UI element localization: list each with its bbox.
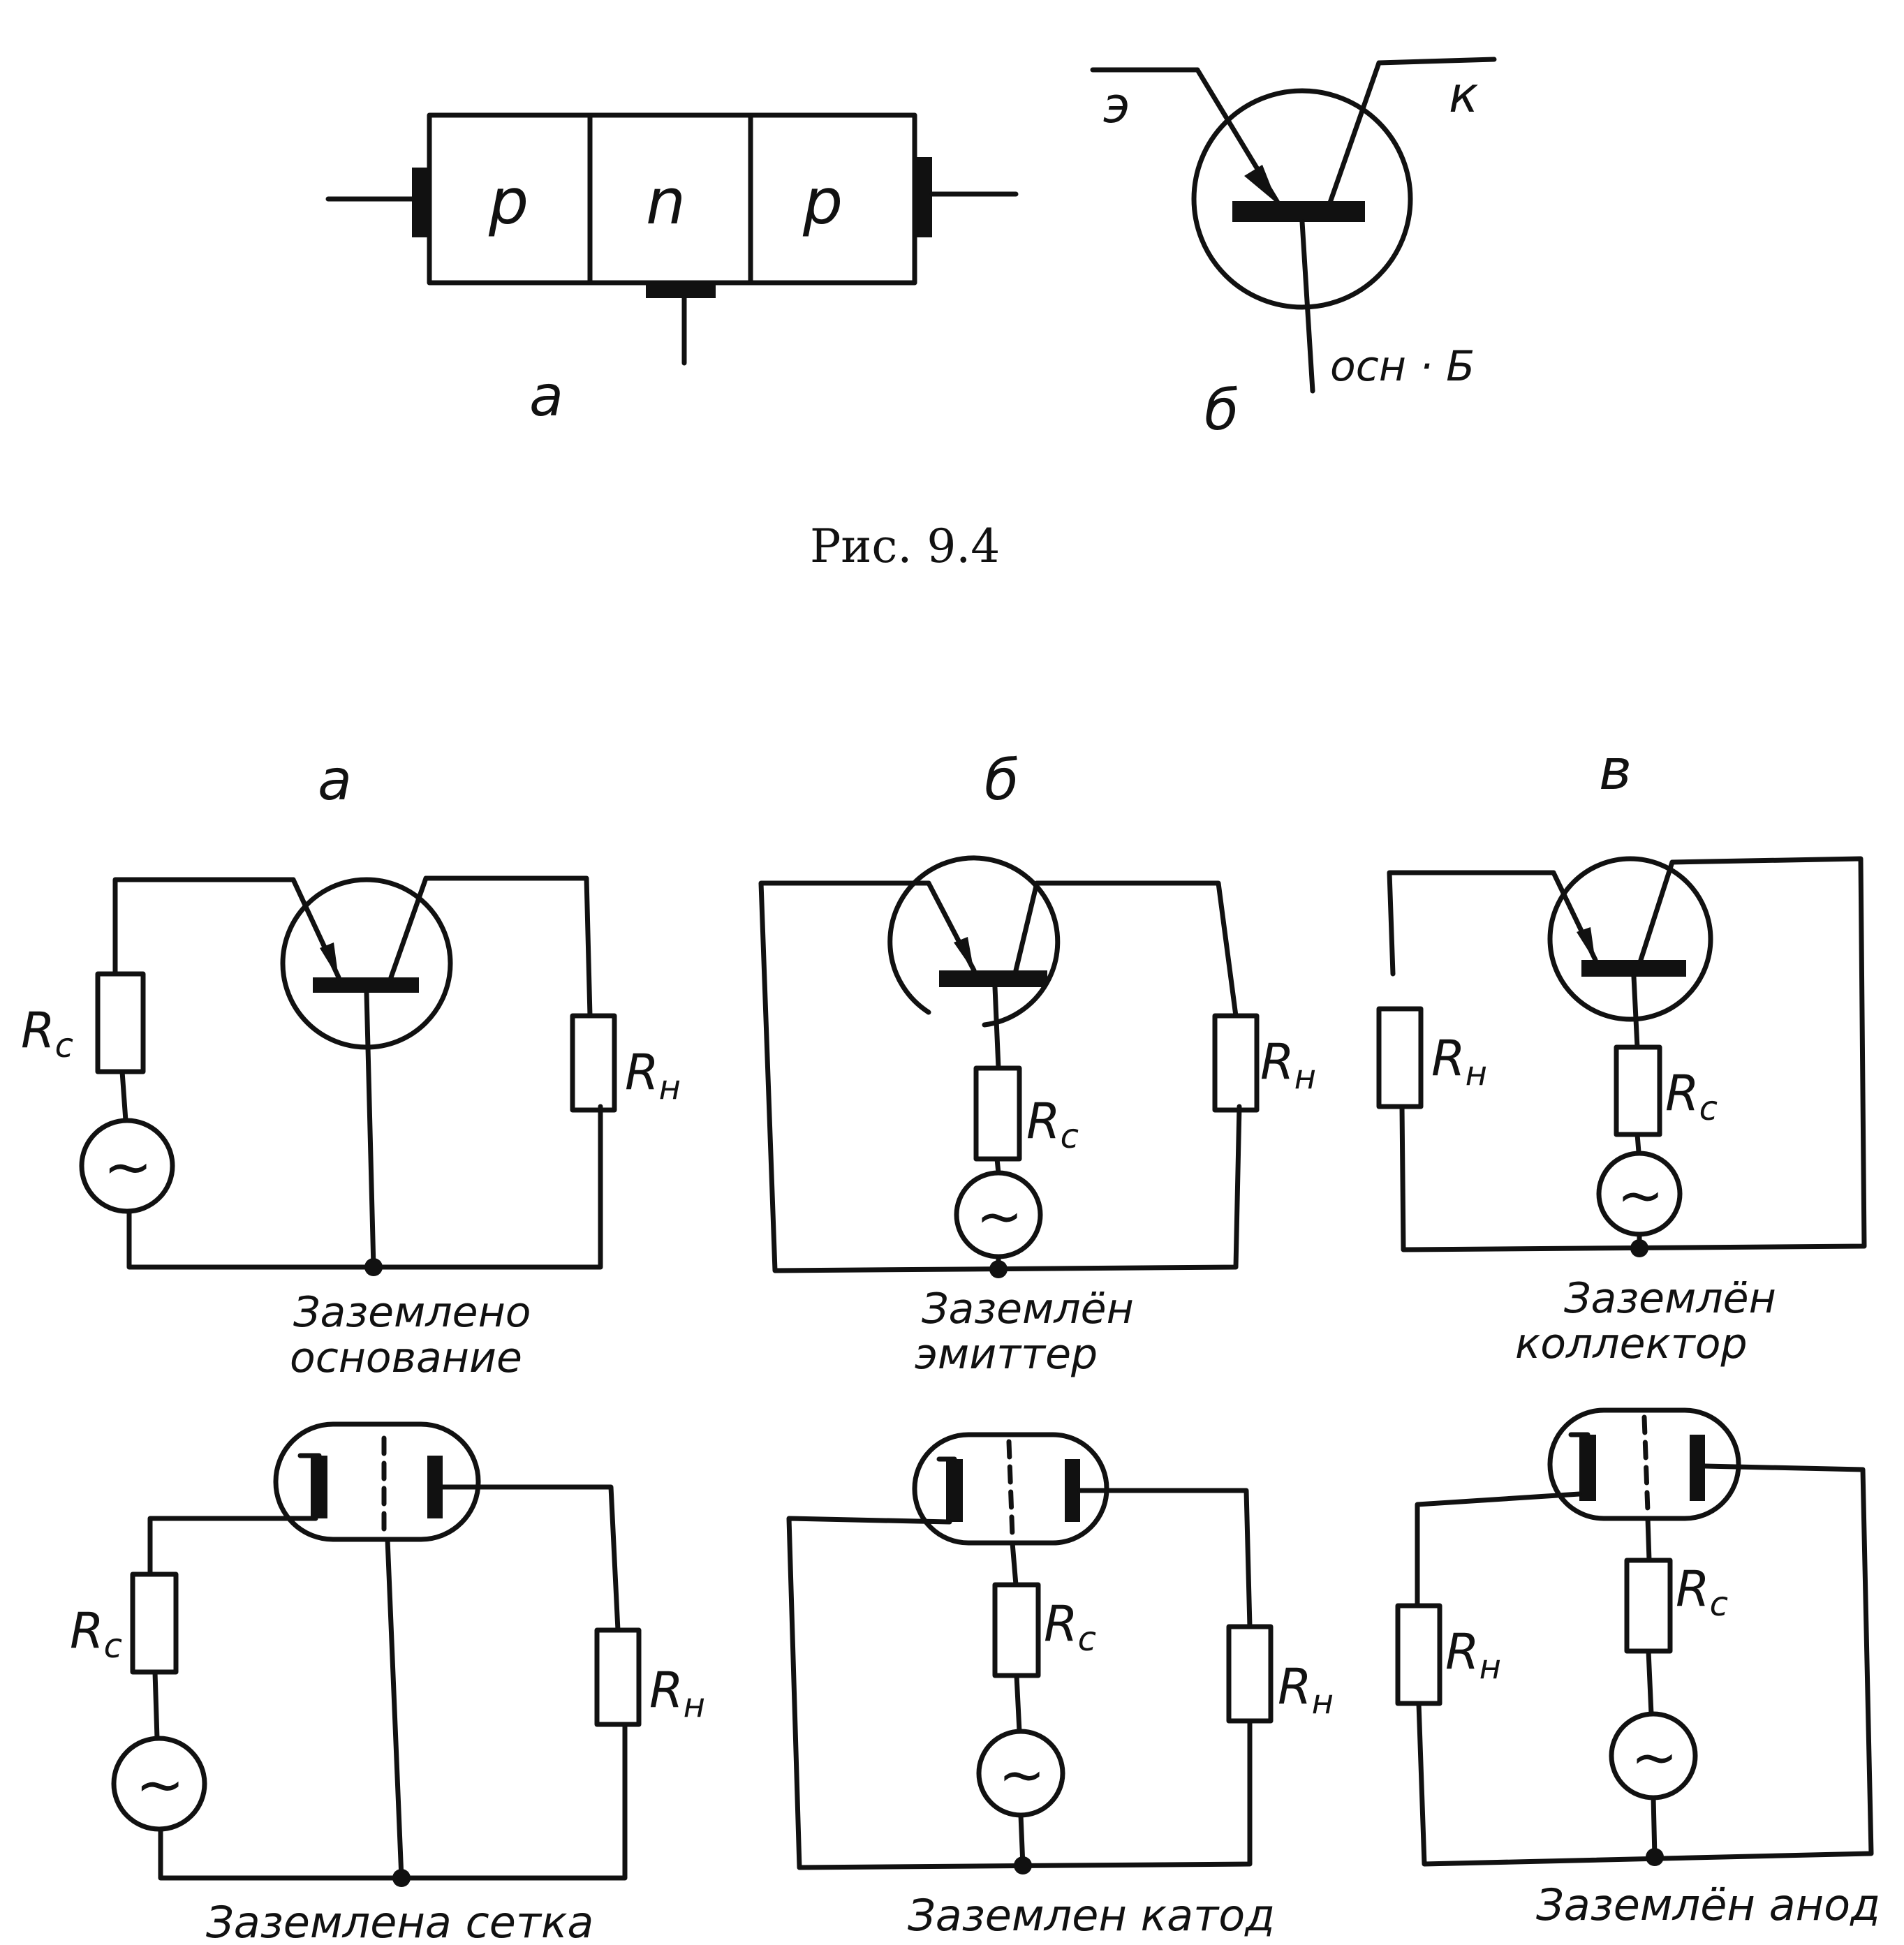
collector-lead — [1327, 60, 1382, 205]
Rc-label: Rc — [1026, 1093, 1079, 1156]
base-bar — [313, 977, 419, 993]
fig94-label-a: а — [529, 364, 563, 429]
emitter-arrow — [1244, 165, 1278, 204]
circuit-caption-line1: Заземлён — [1564, 1274, 1776, 1323]
tube-envelope — [1547, 1407, 1741, 1521]
base-bar — [1232, 201, 1365, 222]
collector-lead — [1638, 859, 1675, 963]
circuit-caption-line1: Заземлён — [922, 1285, 1134, 1333]
load-resistor — [594, 1627, 642, 1727]
tube-grid — [1006, 1439, 1015, 1539]
circuit-grounded-anode: ~ Rн Rc Заземлён анод — [1395, 1407, 1880, 1930]
signal-source-symbol: ~ — [976, 1184, 1023, 1249]
left-contact — [412, 168, 429, 237]
Rn-label: Rн — [1431, 1030, 1487, 1093]
tube-envelope — [273, 1421, 481, 1542]
signal-source-symbol: ~ — [998, 1743, 1045, 1807]
right-contact — [915, 157, 932, 237]
source-resistor — [973, 1065, 1022, 1162]
source-resistor — [130, 1571, 179, 1675]
emitter-label: э — [1103, 77, 1130, 134]
tube-anode — [1065, 1459, 1080, 1522]
circuit-caption-line2: коллектор — [1515, 1319, 1748, 1368]
tube-cathode — [1579, 1435, 1596, 1501]
load-resistor — [1395, 1603, 1442, 1706]
base-label: осн · Б — [1330, 342, 1475, 391]
fig94-caption: Рис. 9.4 — [810, 519, 1000, 573]
tube-grid — [1641, 1414, 1651, 1514]
Rn-label: Rн — [1260, 1033, 1316, 1097]
circuit-grounded-base: ~ Rc Rн Заземлено основание — [21, 875, 681, 1382]
Rn-label: Rн — [649, 1662, 705, 1725]
base-lead — [1299, 219, 1315, 394]
signal-source-symbol: ~ — [1617, 1163, 1664, 1228]
grid-lead — [385, 1537, 404, 1881]
load-resistor — [1212, 1013, 1260, 1113]
Rc-label: Rc — [21, 1002, 73, 1065]
tube-anode — [427, 1456, 443, 1518]
circuit-grounded-grid: ~ Rc Rн Заземлена сетка — [70, 1421, 705, 1945]
source-resistor — [992, 1582, 1041, 1678]
Rc-label: Rc — [1665, 1065, 1718, 1128]
tube-cathode — [946, 1459, 963, 1522]
circuit-caption-line2: эмиттер — [915, 1330, 1098, 1379]
load-resistor — [1226, 1624, 1274, 1724]
Rc-label: Rc — [1044, 1595, 1096, 1659]
Rn-label: Rн — [1278, 1658, 1334, 1722]
region-n-label: n — [646, 165, 686, 239]
Rc-label: Rc — [1676, 1560, 1728, 1624]
collector-label: к — [1449, 66, 1478, 124]
Rn-label: Rн — [625, 1044, 681, 1107]
base-bar — [939, 970, 1047, 987]
circuit-caption: Заземлён анод — [1536, 1879, 1880, 1930]
circuit-caption: Заземлен катод — [908, 1890, 1275, 1941]
collector-lead — [388, 875, 429, 980]
ground-node — [1646, 1848, 1664, 1866]
circuit-caption-line1: Заземлено — [293, 1288, 531, 1337]
transistor-envelope — [1191, 88, 1413, 310]
region-p-left-label: p — [488, 165, 529, 239]
transistor-envelope — [887, 855, 1061, 1028]
Rn-label: Rн — [1445, 1623, 1501, 1687]
source-resistor — [95, 971, 146, 1074]
circuit-caption: Заземлена сетка — [206, 1897, 593, 1945]
Rc-label: Rc — [70, 1602, 122, 1666]
base-bar — [1581, 960, 1686, 977]
signal-source-symbol: ~ — [103, 1132, 152, 1201]
signal-source-symbol: ~ — [135, 1750, 184, 1819]
transistor-envelope — [1547, 856, 1713, 1022]
region-p-right-label: p — [802, 165, 843, 239]
ground-node — [989, 1260, 1008, 1278]
emitter-arrow — [320, 942, 339, 979]
load-resistor — [570, 1013, 617, 1113]
circuit-grounded-emitter: ~ Rc Rн Заземлён эмиттер — [758, 855, 1316, 1379]
signal-source-symbol: ~ — [1631, 1725, 1678, 1790]
fig94-label-b: б — [1204, 378, 1239, 443]
fig-9-4: p n p а э к осн · Б б Рис. — [264, 57, 1497, 573]
circuit-grounded-collector: ~ Rн Rc Заземлён коллектор — [1376, 856, 1867, 1368]
pnp-structure: p n p а — [264, 112, 1019, 429]
emitter-arrow — [1577, 927, 1595, 962]
ground-node — [1014, 1856, 1032, 1874]
tube-cathode — [311, 1456, 327, 1518]
column-label-b: б — [984, 748, 1019, 813]
column-label-c: в — [1599, 737, 1632, 802]
source-resistor — [1614, 1044, 1662, 1137]
tube-anode — [1690, 1435, 1705, 1501]
circuit-caption-line2: основание — [290, 1333, 522, 1382]
circuit-grounded-cathode: ~ Rc Rн Заземлен катод — [786, 1432, 1334, 1941]
ground-node — [392, 1869, 411, 1887]
collector-lead — [1013, 880, 1040, 973]
base-contact — [646, 283, 716, 298]
base-lead — [364, 990, 376, 1270]
ground-node — [1630, 1239, 1648, 1257]
emitter-arrow — [954, 937, 974, 972]
column-label-a: а — [318, 748, 352, 813]
load-resistor — [1376, 1006, 1424, 1109]
ground-node — [364, 1258, 383, 1276]
transistor-symbol: э к осн · Б б — [1090, 57, 1497, 443]
source-resistor — [1624, 1558, 1673, 1654]
